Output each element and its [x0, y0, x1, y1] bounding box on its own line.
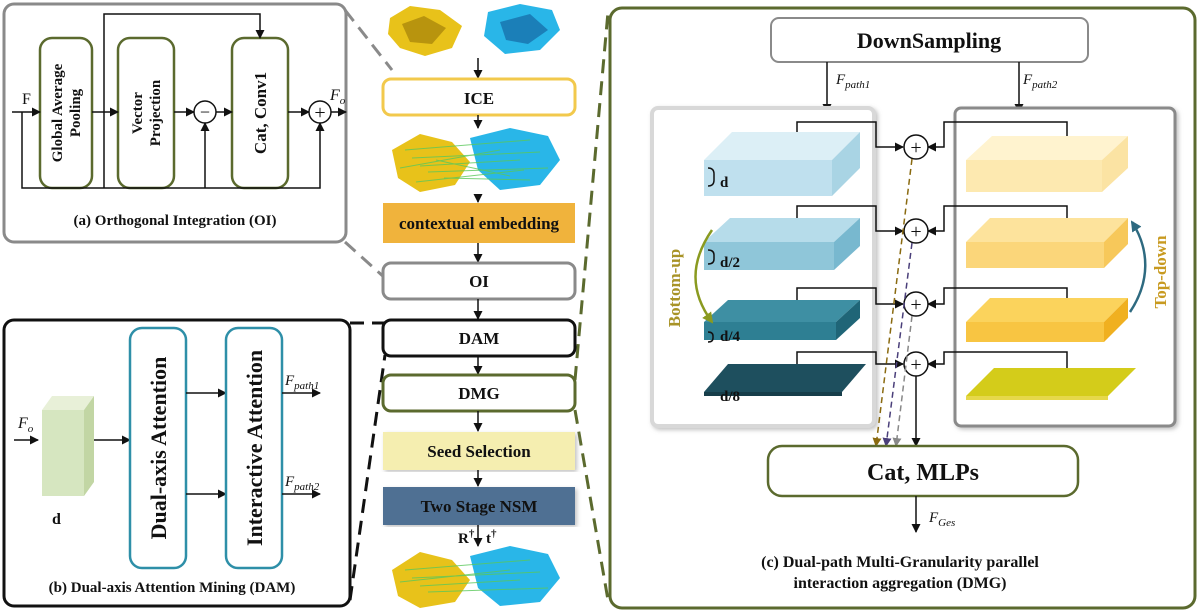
subtract-node [193, 100, 217, 124]
dam-feature-cube [42, 396, 94, 496]
contextual-embedding-box [383, 203, 575, 243]
downsampling-label: DownSampling [857, 28, 1001, 53]
gap-label-line1: Global Average [50, 63, 66, 162]
seed-selection-box [383, 432, 575, 470]
registered-point-clouds [392, 546, 560, 608]
r-label: R† [458, 528, 475, 547]
nsm-box [383, 487, 575, 525]
interactive-attention-label: Interactive Attention [242, 350, 267, 546]
dashed-arrow-2 [882, 242, 913, 447]
panel-dam: Fo d Dual-axis Attention Interactive Att… [2, 318, 352, 608]
dam-input-label: Fo [17, 415, 34, 435]
output-label: FGes [928, 510, 955, 529]
cat-mlps-label: Cat, MLPs [867, 460, 979, 486]
plus-symbol-2: + [910, 221, 921, 243]
oi-output-label: Fo [329, 87, 346, 107]
input-point-clouds [388, 4, 560, 56]
t-label: t† [486, 528, 497, 547]
panel-oi: Global Average Pooling Vector Projection… [2, 2, 348, 244]
dam-out1-label: Fpath1 [284, 373, 319, 392]
bottom-up-label: Bottom-up [665, 249, 684, 327]
vector-label-line2: Projection [148, 79, 164, 146]
downsampling-box [770, 17, 1089, 63]
plus-node-1: + [903, 134, 929, 160]
top-down-arrow [1128, 220, 1147, 313]
dam-label: DAM [459, 329, 500, 348]
ice-box [381, 77, 577, 117]
dashed-connectors-dam [348, 321, 387, 601]
blue-layer-d4 [704, 300, 860, 340]
dmg-connections [796, 121, 1068, 447]
path1-label: Fpath1 [835, 72, 870, 91]
blue-layer-d2 [704, 218, 860, 270]
vector-projection-block [116, 36, 176, 190]
panel-dmg: DownSampling Fpath1 Fpath2 d d/2 [608, 6, 1197, 610]
plus-node-4: + [903, 351, 929, 377]
dual-axis-label: Dual-axis Attention [146, 357, 171, 540]
dmg-box [381, 373, 577, 413]
path2-label: Fpath2 [1022, 72, 1058, 91]
plus-symbol-1: + [910, 137, 921, 159]
dam-out2-label: Fpath2 [284, 474, 320, 493]
yellow-layer-1 [966, 136, 1128, 192]
matched-point-clouds [392, 128, 560, 192]
gap-label-line2: Pooling [68, 88, 84, 137]
gap-block [38, 36, 94, 190]
plus-node-3: + [903, 291, 929, 317]
plus-symbol-4: + [910, 354, 921, 376]
add-node-oi [308, 100, 332, 124]
yellow-layer-4 [966, 368, 1136, 400]
dam-box [381, 318, 577, 358]
pipeline: ICE contextual embedding OI DAM DMG Seed [381, 4, 577, 608]
layer-label-d8: d/8 [720, 389, 740, 405]
vector-label-line1: Vector [130, 92, 146, 134]
dam-feature-label: d [52, 511, 61, 528]
ice-label: ICE [464, 89, 494, 108]
oi-label: OI [469, 272, 489, 291]
bottom-up-arrow [694, 229, 714, 324]
cat-conv-label: Cat, Conv1 [251, 72, 270, 154]
thickness-brackets [707, 167, 715, 343]
blue-layer-d [704, 132, 860, 196]
nsm-label: Two Stage NSM [421, 497, 538, 516]
dmg-caption-line2: interaction aggregation (DMG) [794, 575, 1007, 592]
cat-mlps-box [766, 444, 1080, 498]
plus-symbol-3: + [910, 294, 921, 316]
dual-axis-block [128, 326, 188, 570]
layer-label-d2: d/2 [720, 255, 740, 271]
blue-layer-d8 [704, 364, 866, 396]
yellow-layer-2 [966, 218, 1128, 268]
yellow-layer-3 [966, 298, 1128, 342]
dashed-arrow-1 [872, 158, 913, 447]
dmg-caption-line1: (c) Dual-path Multi-Granularity parallel [761, 554, 1039, 571]
dmg-label: DMG [458, 384, 500, 403]
layer-label-d4: d/4 [720, 329, 741, 345]
dashed-connectors-dmg [573, 11, 610, 601]
oi-input-label: F [22, 91, 31, 108]
seed-label: Seed Selection [427, 442, 531, 461]
layer-label-d: d [720, 175, 729, 191]
dashed-connectors [343, 9, 394, 280]
plus-node-2: + [903, 218, 929, 244]
contextual-label: contextual embedding [399, 214, 560, 233]
dam-caption: (b) Dual-axis Attention Mining (DAM) [49, 580, 296, 596]
subtract-symbol: − [200, 102, 210, 122]
oi-caption: (a) Orthogonal Integration (OI) [74, 213, 277, 229]
dashed-arrow-3 [892, 315, 913, 447]
oi-arrows [12, 13, 347, 189]
oi-box [381, 261, 577, 301]
add-symbol-oi: + [314, 102, 325, 124]
top-down-label: Top-down [1151, 235, 1170, 309]
interactive-attention-block [224, 326, 284, 570]
